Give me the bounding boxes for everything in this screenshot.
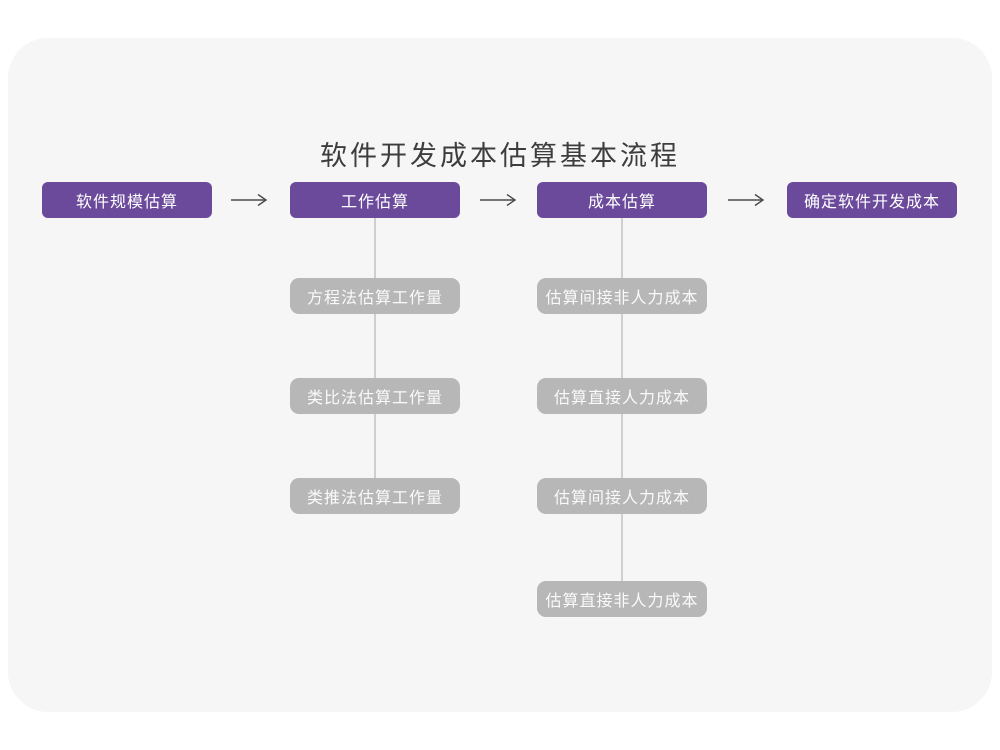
flow-node-final-dev-cost: 确定软件开发成本 [787,182,957,218]
right-arrow-icon [231,193,268,207]
sub-node-direct-labor-cost: 估算直接人力成本 [537,378,707,414]
right-arrow-icon [480,193,517,207]
sub-node-indirect-labor-cost: 估算间接人力成本 [537,478,707,514]
flow-node-cost-estimation: 成本估算 [537,182,707,218]
sub-node-analogy-method: 类比法估算工作量 [290,378,460,414]
diagram-card: 软件开发成本估算基本流程 [8,38,992,712]
flow-node-scale-estimation: 软件规模估算 [42,182,212,218]
flow-node-effort-estimation: 工作估算 [290,182,460,218]
connector-line-effort-column [374,218,376,497]
right-arrow-icon [728,193,765,207]
sub-node-indirect-nonlabor-cost: 估算间接非人力成本 [537,278,707,314]
sub-node-equation-method: 方程法估算工作量 [290,278,460,314]
sub-node-direct-nonlabor-cost: 估算直接非人力成本 [537,581,707,617]
diagram-title: 软件开发成本估算基本流程 [320,141,680,171]
sub-node-extrapolation-method: 类推法估算工作量 [290,478,460,514]
